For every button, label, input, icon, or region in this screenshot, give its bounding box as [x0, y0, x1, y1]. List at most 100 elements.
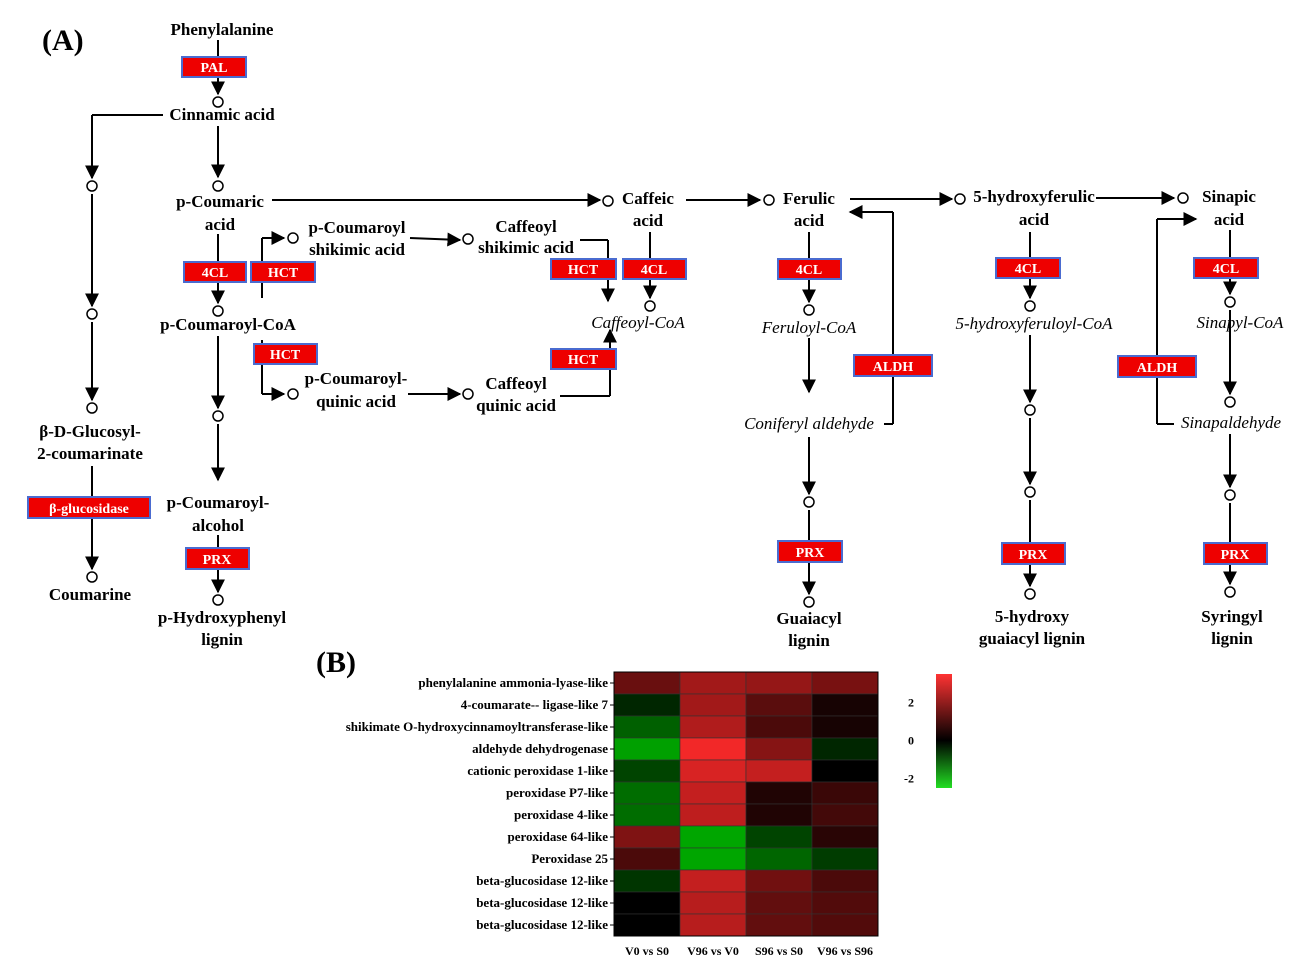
heatmap-cell — [613, 891, 681, 915]
compound-caffeoyl-quinic-line2: quinic acid — [476, 396, 556, 415]
node-circle — [954, 193, 966, 205]
enzyme-hct-caffeoyl-quinic: HCT — [550, 348, 617, 370]
node-circle — [1224, 489, 1236, 501]
node-circle — [287, 232, 299, 244]
heatmap-row-label: peroxidase 64-like — [507, 829, 608, 844]
svg-text:4CL: 4CL — [796, 263, 822, 278]
node-circle — [462, 388, 474, 400]
heatmap-cell — [679, 891, 747, 915]
heatmap-cell — [613, 847, 681, 871]
compound-p-coumaroyl-shikimic-line1: p-Coumaroyl — [309, 218, 406, 237]
compound-ferulic-line2: acid — [794, 211, 825, 230]
enzyme-aldh-sinapic: ALDH — [1117, 355, 1197, 378]
heatmap-column-label: V96 vs V0 — [687, 944, 739, 958]
compound-p-coumaroyl-quinic-line1: p-Coumaroyl- — [305, 369, 408, 388]
enzyme-beta-glucosidase: β-glucosidase — [27, 496, 151, 519]
heatmap-cell — [745, 715, 813, 739]
enzyme-4cl-ferulic: 4CL — [777, 258, 842, 280]
heatmap-column-label: V0 vs S0 — [625, 944, 669, 958]
node-circle — [212, 180, 224, 192]
pathway-connectors — [85, 40, 1237, 596]
compound-s-lignin-line1: Syringyl — [1201, 607, 1263, 626]
heatmap-cell — [613, 759, 681, 783]
node-circle — [644, 300, 656, 312]
heatmap-cell — [811, 913, 879, 937]
heatmap-cell — [613, 781, 681, 805]
node-circle — [602, 195, 614, 207]
compound-p-coumaroyl-quinic-line2: quinic acid — [316, 392, 396, 411]
heatmap-cell — [679, 715, 747, 739]
heatmap-colorbar: 20-2 — [904, 674, 952, 788]
node-circle — [1024, 300, 1036, 312]
svg-text:PRX: PRX — [203, 553, 232, 568]
heatmap-cell — [745, 737, 813, 761]
compound-sinapic-line2: acid — [1214, 210, 1245, 229]
node-circle — [287, 388, 299, 400]
node-circle — [803, 596, 815, 608]
heatmap-cell — [811, 671, 879, 695]
node-circle — [212, 594, 224, 606]
heatmap-cell — [613, 671, 681, 695]
compound-ferulic-line1: Ferulic — [783, 189, 835, 208]
node-circle — [1224, 396, 1236, 408]
compound-p-coumaric-line2: acid — [205, 215, 236, 234]
enzyme-prx-h-lignin: PRX — [185, 547, 250, 570]
compound-sinapaldehyde: Sinapaldehyde — [1181, 413, 1282, 432]
compound-caffeoyl-shikimic-line1: Caffeoyl — [495, 217, 557, 236]
compound-caffeic-line1: Caffeic — [622, 189, 674, 208]
heatmap-cell — [679, 781, 747, 805]
heatmap-row-label: beta-glucosidase 12-like — [476, 895, 608, 910]
node-circle — [1224, 296, 1236, 308]
svg-text:4CL: 4CL — [1015, 262, 1041, 277]
compound-phenylalanine: Phenylalanine — [171, 20, 274, 39]
node-circle — [763, 194, 775, 206]
heatmap-row-label: Peroxidase 25 — [531, 851, 608, 866]
compound-caffeoyl-shikimic-line2: shikimic acid — [478, 238, 574, 257]
heatmap-cell — [679, 737, 747, 761]
node-circle — [86, 402, 98, 414]
heatmap-cell — [679, 693, 747, 717]
colorbar-tick-label: 2 — [908, 696, 914, 710]
compound-g-lignin-line2: lignin — [788, 631, 830, 650]
svg-text:HCT: HCT — [568, 263, 599, 278]
heatmap-row-labels: phenylalanine ammonia-lyase-like4-coumar… — [346, 675, 614, 932]
colorbar-gradient — [936, 674, 952, 788]
heatmap-row-label: beta-glucosidase 12-like — [476, 873, 608, 888]
heatmap-cell — [811, 781, 879, 805]
heatmap-cell — [745, 891, 813, 915]
heatmap-cell — [679, 913, 747, 937]
node-circle — [212, 410, 224, 422]
svg-text:4CL: 4CL — [1213, 262, 1239, 277]
compound-5h-g-lignin-line1: 5-hydroxy — [995, 607, 1070, 626]
compound-labels: Phenylalanine Cinnamic acid p-Coumaric a… — [37, 20, 1284, 650]
enzyme-4cl-caffeic: 4CL — [622, 258, 687, 280]
heatmap-cell — [745, 869, 813, 893]
node-circle — [462, 233, 474, 245]
compound-sinapic-line1: Sinapic — [1202, 187, 1256, 206]
heatmap-cell — [613, 913, 681, 937]
heatmap-cell — [613, 715, 681, 739]
compound-glucosyl-line1: β-D-Glucosyl- — [39, 422, 141, 441]
node-circle — [212, 96, 224, 108]
heatmap-column-label: V96 vs S96 — [817, 944, 873, 958]
heatmap-cell — [811, 869, 879, 893]
svg-text:HCT: HCT — [268, 266, 299, 281]
panel-label-b: (B) — [316, 646, 356, 679]
heatmap-cell — [745, 825, 813, 849]
compound-caffeoyl-coa: Caffeoyl-CoA — [591, 313, 685, 332]
compound-p-coumaroyl-coa: p-Coumaroyl-CoA — [160, 315, 296, 334]
heatmap-row-label: peroxidase 4-like — [514, 807, 608, 822]
heatmap-cell — [679, 803, 747, 827]
svg-text:HCT: HCT — [568, 353, 599, 368]
compound-s-lignin-line2: lignin — [1211, 629, 1253, 648]
enzyme-prx-g-lignin: PRX — [777, 540, 843, 563]
enzyme-prx-s-lignin: PRX — [1203, 542, 1268, 565]
heatmap-cell — [679, 847, 747, 871]
heatmap-row-label: beta-glucosidase 12-like — [476, 917, 608, 932]
heatmap-row-label: shikimate O-hydroxycinnamoyltransferase-… — [346, 719, 609, 734]
panel-label-a: (A) — [42, 24, 84, 57]
compound-glucosyl-line2: 2-coumarinate — [37, 444, 143, 463]
enzyme-prx-5h-lignin: PRX — [1001, 542, 1066, 565]
svg-text:β-glucosidase: β-glucosidase — [49, 502, 129, 517]
